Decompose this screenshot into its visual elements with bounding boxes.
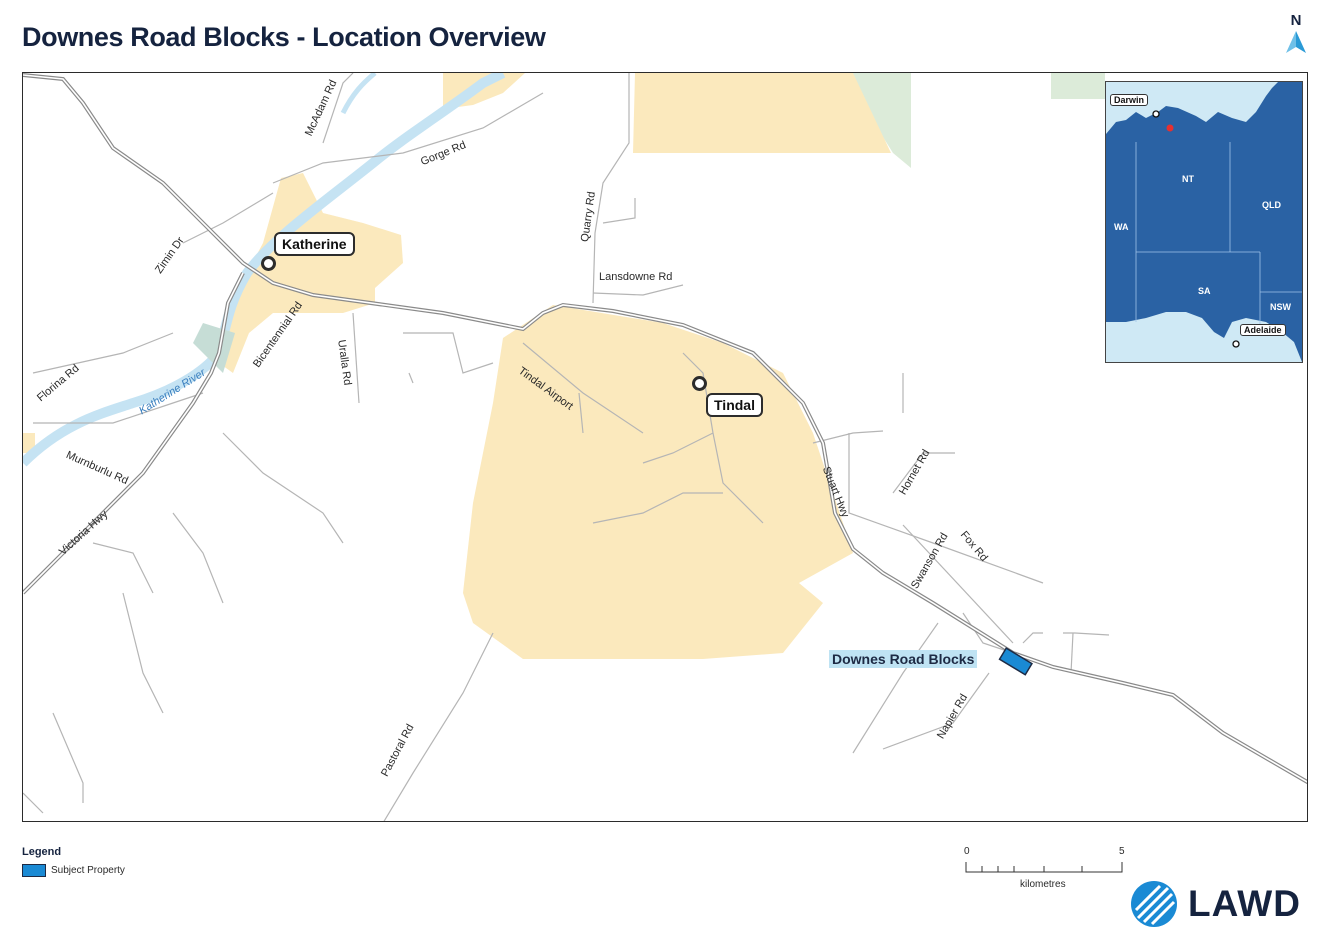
- town-label-tindal: Tindal: [706, 393, 763, 417]
- north-arrow: N: [1280, 12, 1312, 60]
- scale-unit: kilometres: [1020, 879, 1066, 890]
- inset-state-label: NSW: [1270, 302, 1291, 312]
- katherine-river-line: [23, 73, 506, 467]
- minor-roads: [23, 73, 1110, 821]
- highways: [23, 73, 1307, 785]
- legend-item: Subject Property: [22, 864, 125, 877]
- inset-city-label: Darwin: [1110, 94, 1149, 106]
- subject-property-label: Downes Road Blocks: [829, 650, 978, 668]
- inset-location-marker: [1166, 124, 1174, 132]
- inset-state-label: QLD: [1262, 200, 1281, 210]
- inset-state-label: NT: [1182, 174, 1194, 184]
- legend-label: Subject Property: [51, 865, 125, 876]
- urban-area: [219, 173, 403, 373]
- town-label-katherine: Katherine: [274, 232, 355, 256]
- page-title: Downes Road Blocks - Location Overview: [22, 22, 546, 52]
- urban-area: [463, 305, 853, 659]
- green-area: [1051, 73, 1105, 99]
- map-frame[interactable]: McAdam Rd Gorge Rd Zimin Dr Quarry Rd La…: [22, 72, 1308, 822]
- scale-bar: 0 5 kilometres: [964, 846, 1125, 892]
- scale-bar-graphic: [965, 862, 1123, 873]
- north-label: N: [1290, 12, 1302, 29]
- scale-end: 5: [1119, 846, 1125, 857]
- inset-state-label: WA: [1114, 222, 1129, 232]
- water-area: [193, 323, 235, 373]
- logo-text: LAWD: [1188, 883, 1301, 924]
- inset-state-label: SA: [1198, 286, 1211, 296]
- inset-canvas: [1106, 82, 1302, 362]
- inset-city-label: Adelaide: [1240, 324, 1286, 336]
- subject-property[interactable]: [998, 647, 1033, 676]
- town-marker-tindal[interactable]: [692, 376, 707, 391]
- lawd-logo: LAWD: [1130, 880, 1310, 928]
- urban-area: [633, 73, 891, 153]
- scale-start: 0: [964, 846, 970, 857]
- river-branch: [340, 73, 377, 115]
- inset-locator-map: NT WA QLD SA NSW Darwin Adelaide: [1105, 81, 1303, 363]
- green-area: [829, 73, 911, 168]
- lawd-logo-icon: [1131, 881, 1177, 927]
- road-label: Lansdowne Rd: [599, 271, 673, 283]
- legend: Legend Subject Property: [22, 846, 125, 877]
- legend-heading: Legend: [22, 846, 62, 858]
- north-arrow-icon: [1286, 31, 1306, 53]
- legend-swatch: [22, 864, 46, 877]
- town-marker-katherine[interactable]: [261, 256, 276, 271]
